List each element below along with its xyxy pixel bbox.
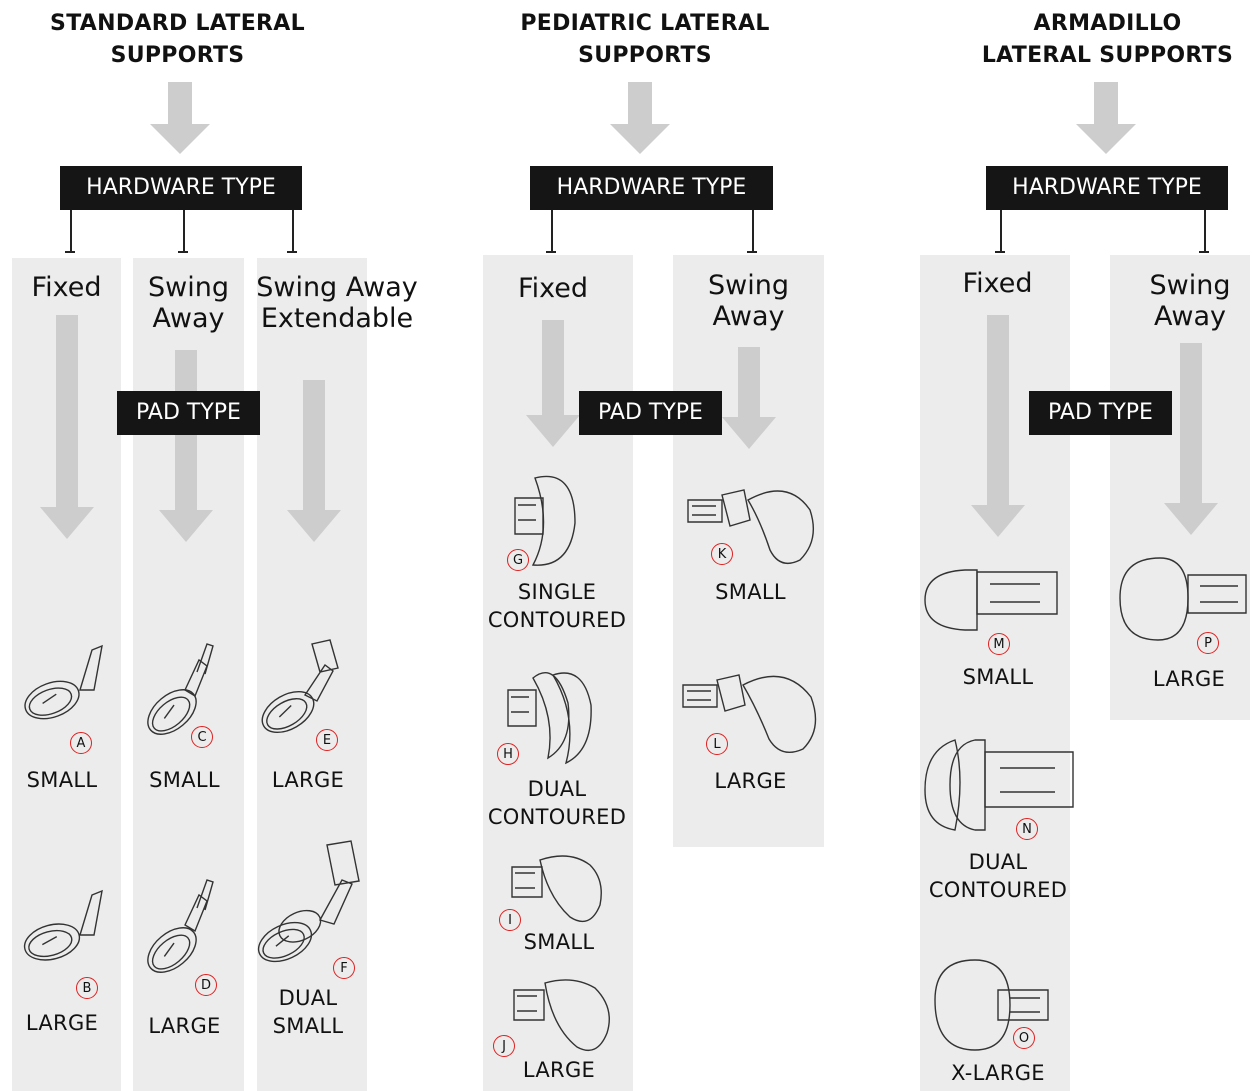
title-line: SUPPORTS <box>578 43 712 68</box>
title-line: SUPPORTS <box>110 43 245 68</box>
item-badge: B <box>76 977 98 999</box>
connector-line <box>1000 210 1002 252</box>
item-label: SMALL <box>523 930 595 954</box>
connector-line <box>70 210 72 252</box>
item-label: LARGE <box>148 1014 221 1038</box>
item-label-line: DUAL <box>527 777 587 801</box>
item-label: LARGE <box>714 769 787 793</box>
hardware-type-box-pediatric: HARDWARE TYPE <box>530 166 773 210</box>
hardware-label-swing-away-extendable: Swing Away Extendable <box>252 272 422 334</box>
hardware-label-fixed: Fixed <box>962 268 1033 299</box>
item-label: LARGE <box>25 1011 99 1035</box>
hardware-type-box-armadillo: HARDWARE TYPE <box>986 166 1228 210</box>
pad-type-box-armadillo: PAD TYPE <box>1029 391 1172 435</box>
item-label: X-LARGE <box>951 1061 1045 1085</box>
item-badge: P <box>1197 632 1219 654</box>
item-badge: N <box>1016 818 1038 840</box>
item-label: LARGE <box>522 1058 596 1082</box>
item-badge: K <box>711 543 733 565</box>
title-line: PEDIATRIC LATERAL <box>520 11 770 36</box>
item-badge: E <box>316 729 338 751</box>
item-label-line: CONTOURED <box>487 805 627 829</box>
hardware-type-box-standard: HARDWARE TYPE <box>60 166 302 210</box>
title-standard-lateral-supports: STANDARD LATERAL SUPPORTS <box>40 8 315 72</box>
column-arrows <box>40 315 1218 542</box>
item-label: SINGLE CONTOURED <box>483 578 631 634</box>
connector-cap <box>747 251 757 253</box>
item-badge: A <box>70 732 92 754</box>
item-badge: I <box>499 909 521 931</box>
hardware-label-swing-away: Swing Away <box>673 270 824 332</box>
hardware-label-line: Swing <box>148 272 229 303</box>
connector-cap <box>546 251 556 253</box>
item-label: SMALL <box>715 580 786 604</box>
connector-cap <box>995 251 1005 253</box>
title-pediatric-lateral-supports: PEDIATRIC LATERAL SUPPORTS <box>500 8 790 72</box>
title-line: LATERAL SUPPORTS <box>981 43 1234 68</box>
title-line: ARMADILLO <box>1033 11 1182 36</box>
item-badge: G <box>507 549 529 571</box>
hardware-label-line: Swing <box>708 270 789 301</box>
connector-line <box>551 210 553 252</box>
item-label: LARGE <box>271 768 345 792</box>
item-label: SMALL <box>962 665 1034 689</box>
title-arrows <box>150 82 1136 154</box>
item-badge: O <box>1013 1027 1035 1049</box>
item-label: LARGE <box>1152 667 1226 691</box>
item-label-line: SINGLE <box>517 580 597 604</box>
connector-line <box>183 210 185 252</box>
connector-line <box>292 210 294 252</box>
item-label-line: DUAL <box>968 850 1028 874</box>
connector-line <box>1204 210 1206 252</box>
item-badge: D <box>195 974 217 996</box>
item-label-line: CONTOURED <box>487 608 627 632</box>
item-label-line: DUAL <box>278 986 338 1010</box>
item-badge: J <box>493 1035 515 1057</box>
connector-line <box>752 210 754 252</box>
hardware-label-line: Away <box>152 303 225 334</box>
hardware-label-line: Swing Away <box>256 272 418 303</box>
connector-cap <box>1199 251 1209 253</box>
hardware-label-fixed: Fixed <box>518 273 588 304</box>
hardware-label-line: Swing <box>1149 270 1231 301</box>
item-label: DUAL CONTOURED <box>483 775 631 831</box>
item-label-line: CONTOURED <box>928 878 1068 902</box>
item-badge: F <box>333 957 355 979</box>
title-armadillo-lateral-supports: ARMADILLO LATERAL SUPPORTS <box>975 8 1240 72</box>
hardware-label-swing-away: Swing Away <box>133 272 244 334</box>
item-badge: L <box>706 733 728 755</box>
pad-type-box-standard: PAD TYPE <box>117 391 260 435</box>
connector-cap <box>65 251 75 253</box>
connector-cap <box>178 251 188 253</box>
hardware-label-fixed: Fixed <box>31 272 102 303</box>
item-badge: H <box>497 743 519 765</box>
item-badge: M <box>988 633 1010 655</box>
item-label: DUAL CONTOURED <box>920 848 1076 904</box>
hardware-label-line: Away <box>712 301 785 332</box>
item-badge: C <box>191 726 213 748</box>
title-line: STANDARD LATERAL <box>50 11 305 36</box>
hardware-label-swing-away: Swing Away <box>1120 270 1252 332</box>
item-label: SMALL <box>26 768 98 792</box>
pad-type-box-pediatric: PAD TYPE <box>579 391 722 435</box>
product-sketches <box>19 475 1247 1051</box>
item-label: SMALL <box>149 768 220 792</box>
item-label-line: SMALL <box>272 1014 344 1038</box>
hardware-label-line: Away <box>1154 301 1226 332</box>
connector-cap <box>287 251 297 253</box>
item-label: DUAL SMALL <box>257 984 359 1040</box>
hardware-label-line: Extendable <box>260 303 414 334</box>
